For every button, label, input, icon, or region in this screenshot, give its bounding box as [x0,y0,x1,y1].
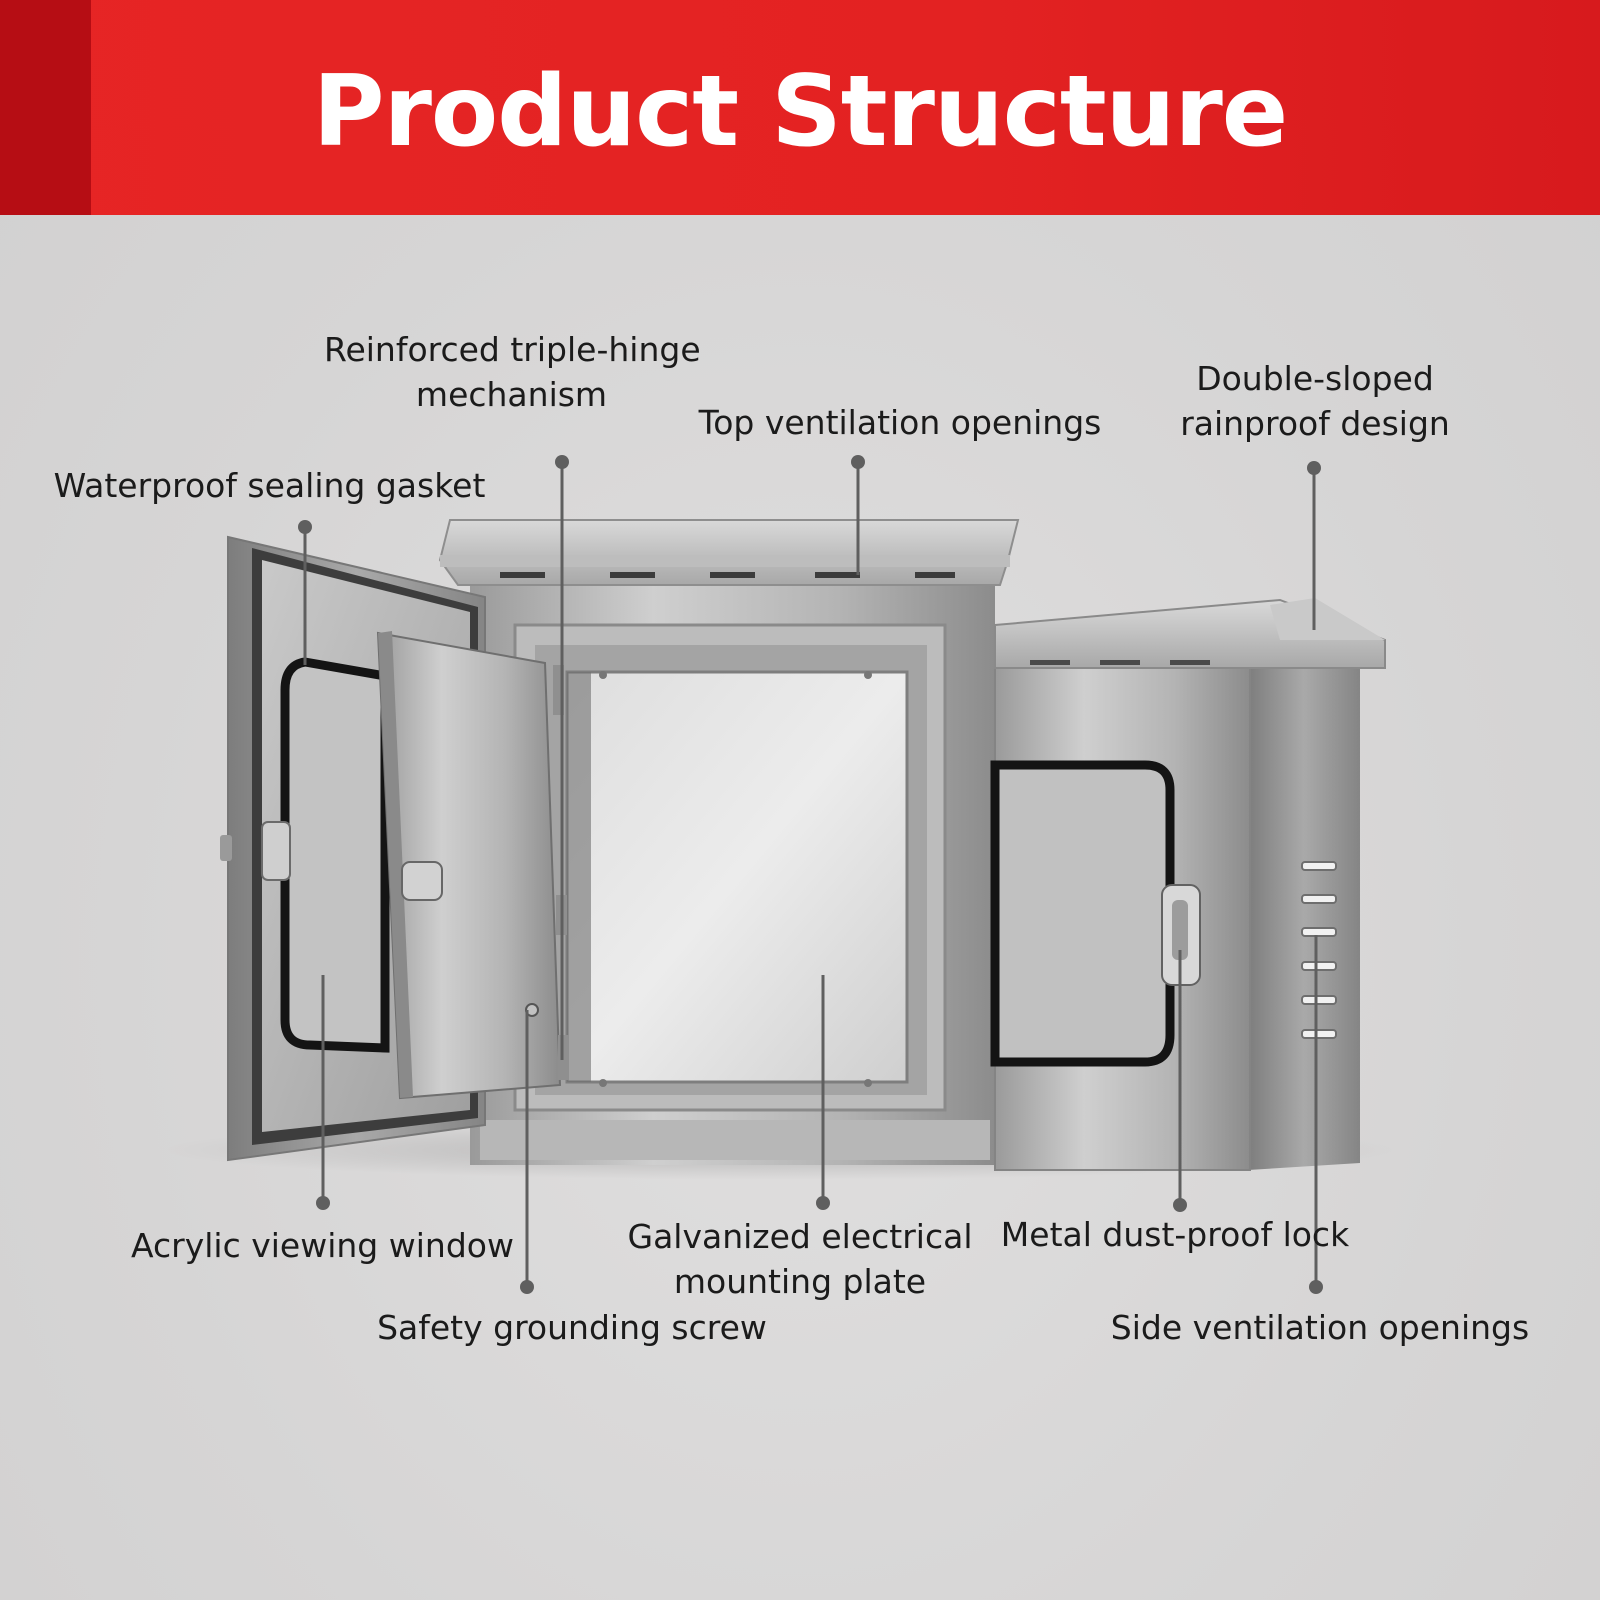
right-cabinet [990,598,1386,1171]
side-vent-slots [1301,861,1337,1039]
hinge-1 [553,665,564,715]
inner-door-latch [401,861,443,901]
banner-accent-block [0,0,91,215]
label-acrylic-window: Acrylic viewing window [131,1226,514,1265]
label-side-ventilation: Side ventilation openings [1110,1308,1530,1347]
label-grounding-screw: Safety grounding screw [377,1308,767,1347]
inner-door-panel [376,631,562,1100]
inner-door [376,631,569,1100]
top-vent-slots [500,572,955,578]
label-dust-proof-lock: Metal dust-proof lock [1000,1215,1350,1254]
left-latch [261,821,291,881]
page-title: Product Structure [312,55,1288,169]
label-hinge-mechanism: Reinforced triple-hinge mechanism [324,330,701,414]
right-acrylic-window [990,760,1175,1067]
center-roof-edge [440,555,1010,567]
label-top-ventilation: Top ventilation openings [698,403,1102,442]
leader-lines [298,455,1323,1294]
label-sealing-gasket: Waterproof sealing gasket [53,466,486,505]
label-rainproof-design: Double-sloped rainproof design [1180,359,1450,443]
acrylic-window [280,657,390,1053]
mounting-plate [565,670,909,1084]
label-mounting-plate: Galvanized electrical mounting plate [627,1217,973,1301]
title-banner: Product Structure [0,0,1600,215]
right-cabinet-side [1248,650,1360,1170]
